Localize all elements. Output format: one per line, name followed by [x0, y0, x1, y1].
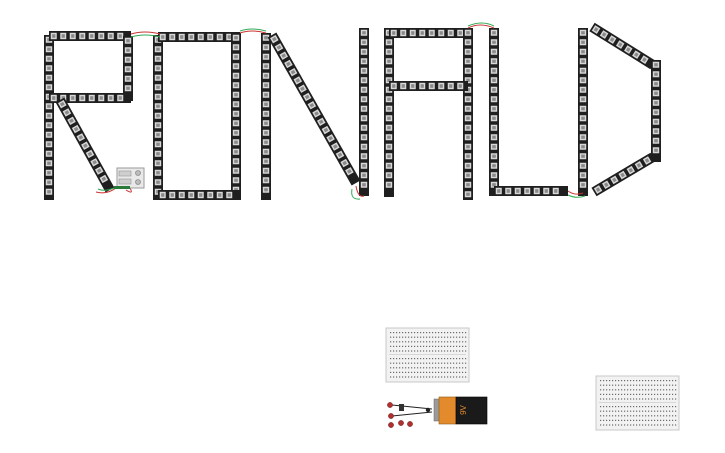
letter-d-right[interactable] — [651, 60, 661, 162]
letter-o-right[interactable] — [231, 33, 241, 200]
letter-d-bottom-diag[interactable] — [591, 152, 656, 197]
battery-label: 9V — [459, 404, 468, 414]
letter-l-stem[interactable] — [489, 28, 499, 196]
letter-n-right[interactable] — [359, 28, 369, 196]
letter-r-top[interactable] — [49, 31, 131, 41]
letter-l-foot[interactable] — [494, 186, 568, 196]
led-strips — [44, 22, 661, 200]
letter-r-middle[interactable] — [49, 93, 131, 103]
power-jack-icon[interactable] — [114, 167, 145, 189]
letter-o-bottom[interactable] — [158, 190, 240, 200]
letter-r-bowl-right[interactable] — [123, 36, 133, 101]
letter-o-top[interactable] — [158, 32, 240, 42]
letter-a-middle[interactable] — [389, 81, 468, 91]
letter-a-top[interactable] — [389, 28, 468, 38]
switch-icon[interactable] — [387, 402, 433, 428]
letter-a-left[interactable] — [384, 28, 394, 197]
letter-r-leg[interactable] — [55, 97, 115, 193]
letter-d-stem[interactable] — [578, 28, 588, 196]
battery-icon[interactable]: 9V — [433, 396, 488, 425]
letter-o-left[interactable] — [153, 35, 163, 200]
letter-n-diagonal[interactable] — [267, 32, 361, 186]
breadboard-1[interactable] — [385, 327, 470, 383]
breadboard-2[interactable] — [595, 375, 680, 431]
letter-a-right[interactable] — [463, 28, 473, 200]
letter-r-stem[interactable] — [44, 35, 54, 200]
letter-d-top-diag[interactable] — [589, 22, 656, 70]
wires — [95, 22, 586, 200]
letter-n-left[interactable] — [261, 33, 271, 200]
